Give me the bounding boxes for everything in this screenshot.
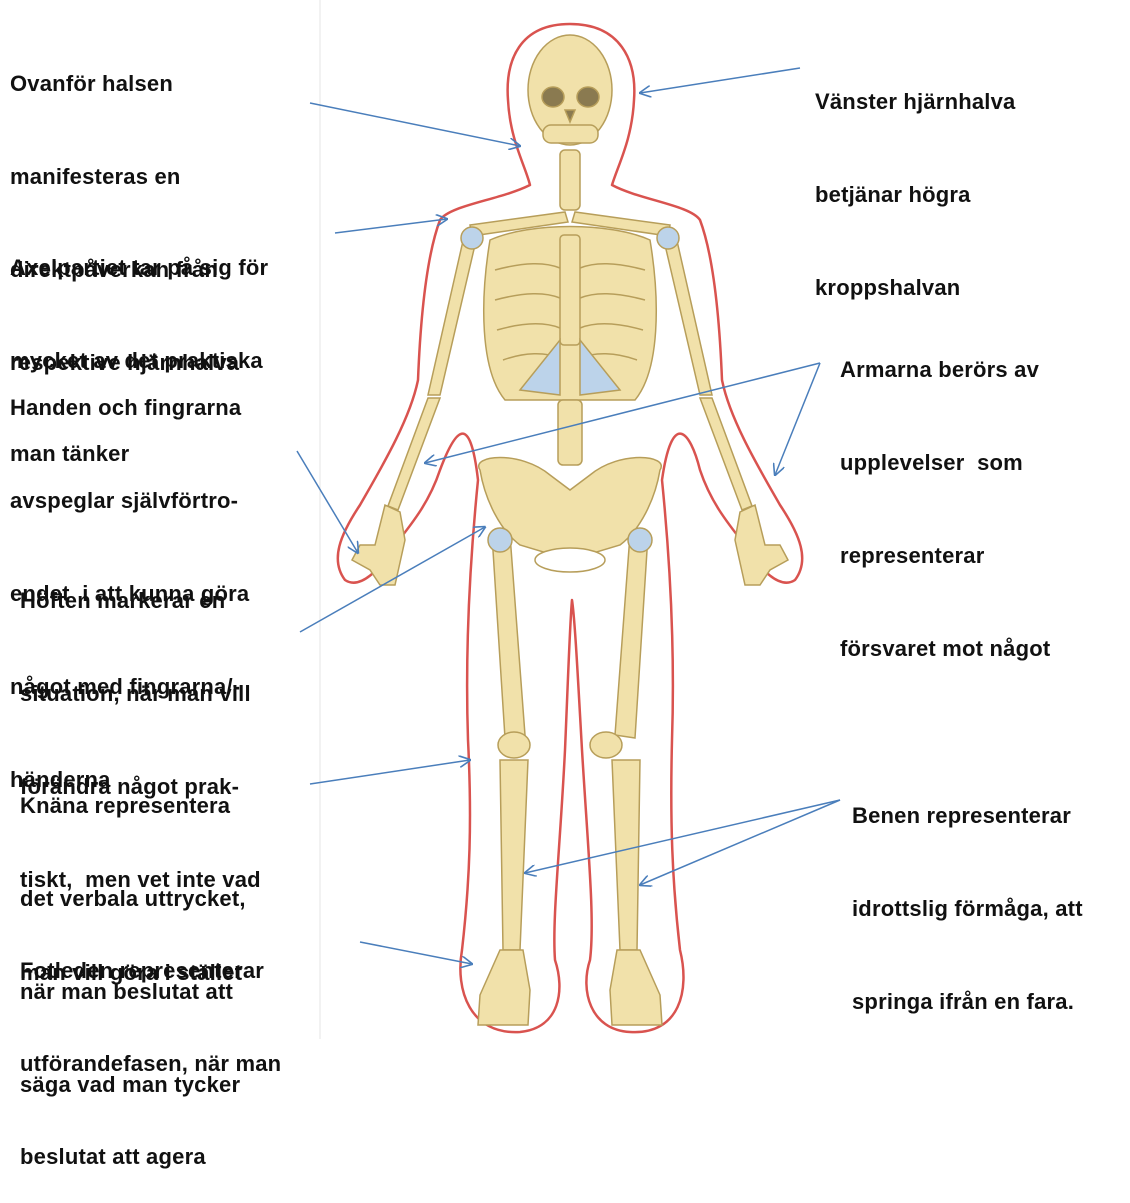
foot-left: [478, 950, 530, 1025]
label-line: beslutat att agera: [20, 1141, 281, 1172]
label-line: försvaret mot något: [840, 633, 1050, 664]
kneecap-left: [498, 732, 530, 758]
label-line: situation, när man vill: [20, 678, 261, 709]
femur-right: [615, 535, 648, 738]
arrow-hands: [297, 451, 358, 553]
label-line: representerar: [840, 540, 1050, 571]
label-left-brain: Vänster hjärnhalva betjänar högra kropps…: [815, 24, 1015, 334]
arrow-legs-left: [525, 800, 840, 873]
foot-right: [610, 950, 662, 1025]
label-legs: Benen representerar idrottslig förmåga, …: [852, 738, 1083, 1048]
cervical-spine: [560, 150, 580, 210]
label-line: Benen representerar: [852, 800, 1083, 831]
label-line: upplevelser som: [840, 447, 1050, 478]
lumbar-spine: [558, 400, 582, 465]
kneecap-right: [590, 732, 622, 758]
label-line: betjänar högra: [815, 179, 1015, 210]
label-line: Vänster hjärnhalva: [815, 86, 1015, 117]
shoulder-joint-left: [461, 227, 483, 249]
diagram-canvas: Ovanför halsen manifesteras en direktpåv…: [0, 0, 1130, 1039]
humerus-right: [662, 232, 712, 395]
pelvic-opening: [535, 548, 605, 572]
label-line: springa ifrån en fara.: [852, 986, 1083, 1017]
arrow-knees: [310, 760, 470, 784]
skeleton-bones: [352, 35, 788, 1025]
hand-left: [352, 505, 405, 585]
label-ankles: Fotleden representerar utförandefasen, n…: [20, 893, 281, 1203]
shoulder-joint-right: [657, 227, 679, 249]
hip-joint-right: [628, 528, 652, 552]
label-line: Armarna berörs av: [840, 354, 1050, 385]
arrow-ankles: [360, 942, 472, 964]
eye-socket-left: [542, 87, 564, 107]
label-line: avspeglar självförtro-: [10, 485, 249, 516]
arrow-shoulders: [335, 219, 447, 233]
label-line: Höften markerar en: [20, 585, 261, 616]
label-line: Ovanför halsen: [10, 68, 239, 99]
hand-right: [735, 505, 788, 585]
forearm-right: [700, 398, 752, 510]
label-line: Fotleden representerar: [20, 955, 281, 986]
forearm-left: [388, 398, 440, 510]
label-line: Knäna representera: [20, 790, 246, 821]
femur-left: [492, 535, 525, 738]
hip-joint-left: [488, 528, 512, 552]
label-line: Handen och fingrarna: [10, 392, 249, 423]
jaw: [543, 125, 598, 143]
label-line: Axelpartiet tar på sig för: [10, 252, 268, 283]
eye-socket-right: [577, 87, 599, 107]
arrow-above-neck: [310, 103, 520, 146]
arrow-left-brain: [640, 68, 800, 93]
label-line: manifesteras en: [10, 161, 239, 192]
label-arms: Armarna berörs av upplevelser som repres…: [840, 292, 1050, 695]
tibia-right: [612, 760, 640, 950]
sternum: [560, 235, 580, 345]
humerus-left: [428, 232, 478, 395]
arrow-legs-right: [640, 800, 840, 885]
arrow-arms-right: [775, 363, 820, 475]
tibia-left: [500, 760, 528, 950]
label-line: idrottslig förmåga, att: [852, 893, 1083, 924]
label-line: utförandefasen, när man: [20, 1048, 281, 1079]
